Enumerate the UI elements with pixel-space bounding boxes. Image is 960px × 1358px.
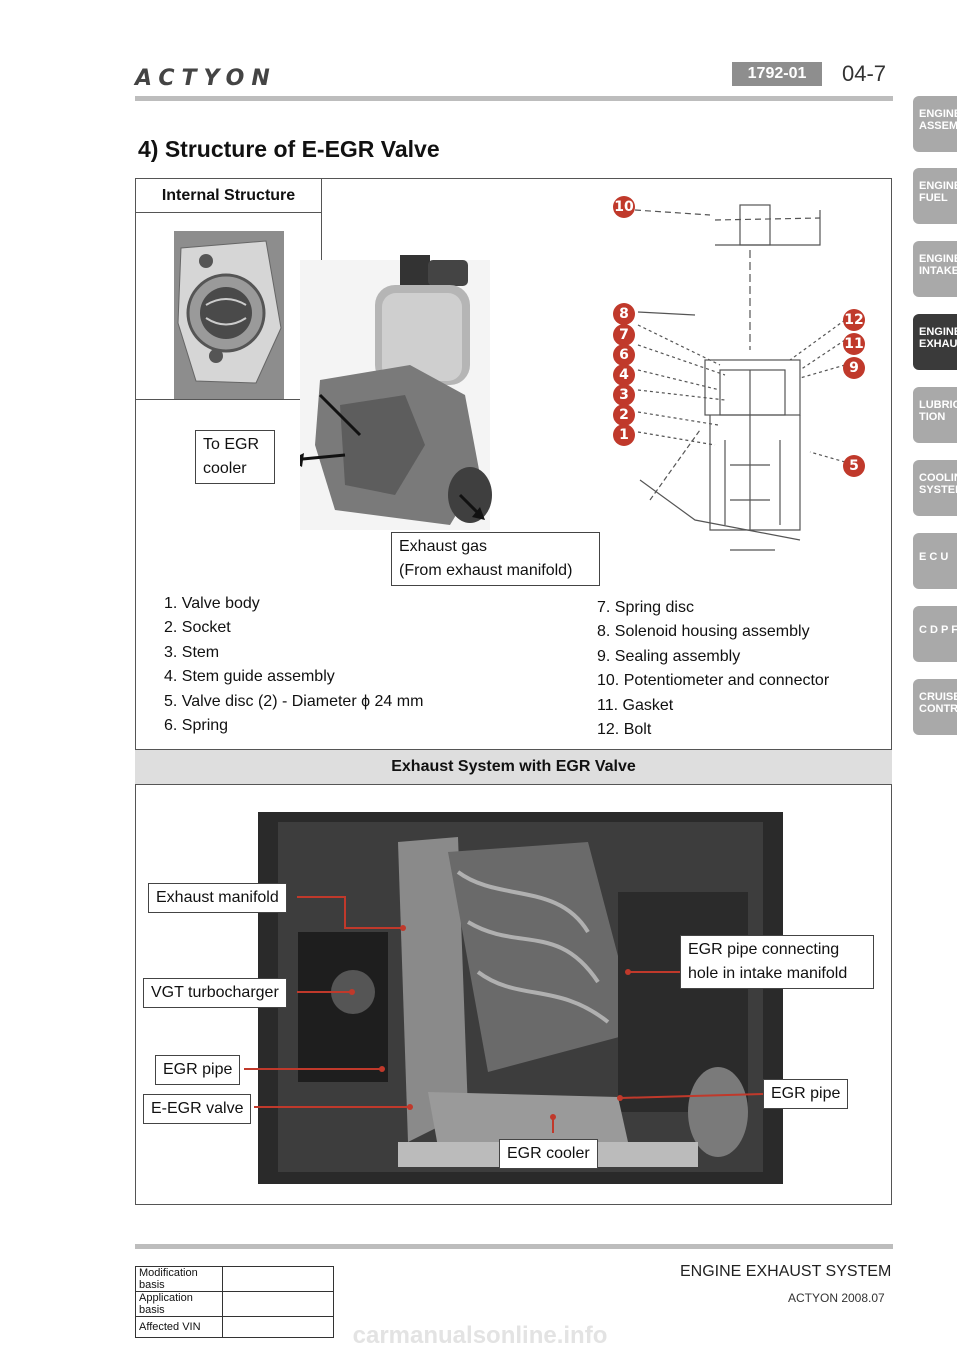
diagram-number-2: 2 [612, 404, 636, 431]
modification-table: Modification basis Application basis Aff… [135, 1266, 334, 1338]
valve-inset-photo [135, 212, 322, 400]
content-frame [135, 178, 892, 1205]
footer-subtitle: ACTYON 2008.07 [788, 1291, 885, 1305]
list-item: 1. Valve body [164, 595, 260, 612]
diagram-number-11: 11 [842, 333, 866, 360]
exhaust-manifold-label: Exhaust manifold [148, 883, 287, 913]
egr-pipe-left-label: EGR pipe [155, 1055, 241, 1085]
list-item: 3. Stem [164, 643, 220, 661]
table-row: Affected VIN [135, 1316, 334, 1338]
svg-text:9: 9 [849, 360, 859, 376]
list-item: 8. Solenoid housing assembly [597, 623, 810, 641]
svg-text:10: 10 [614, 199, 634, 215]
brand-logo: ACTYON [135, 66, 277, 91]
svg-text:7: 7 [619, 327, 629, 343]
diagram-number-4: 4 [612, 364, 636, 391]
diagram-number-10: 10 [612, 196, 636, 223]
list-item: 5. Valve disc (2) - Diameter ϕ 24 mm [164, 692, 424, 710]
diagram-number-9: 9 [842, 357, 866, 384]
document-code-badge: 1792-01 [732, 62, 822, 86]
svg-text:11: 11 [844, 336, 863, 352]
list-item: 6. Spring [164, 717, 229, 735]
list-item: 9. Sealing assembly [597, 647, 741, 665]
svg-text:6: 6 [619, 347, 629, 363]
diagram-number-3: 3 [612, 384, 636, 411]
list-item: 2. Socket [164, 619, 231, 637]
diagram-number-5: 5 [842, 455, 866, 482]
egr-pipe-right-label: EGR pipe [763, 1079, 849, 1109]
page-number: 04-7 [842, 61, 887, 86]
list-item: 10. Potentiometer and connector [597, 672, 830, 690]
svg-text:3: 3 [619, 387, 629, 403]
nav-tab-cooling-system[interactable]: COOLINGSYSTEM [913, 460, 957, 516]
table-row: Application basis [135, 1291, 334, 1317]
footer-rule [135, 1244, 893, 1249]
to-egr-cooler-label: To EGR cooler [195, 430, 275, 484]
watermark: carmanualsonline.info [352, 1322, 608, 1349]
list-item: 4. Stem guide assembly [164, 668, 335, 686]
vgt-turbocharger-label: VGT turbocharger [143, 978, 287, 1008]
diagram-number-1: 1 [612, 424, 636, 451]
nav-tab-cruise-control[interactable]: CRUISECONTRO [913, 679, 957, 735]
diagram-number-8: 8 [612, 303, 636, 330]
table-row: Modification basis [135, 1266, 334, 1292]
list-item: 7. Spring disc [597, 599, 694, 616]
egr-valve-photo [300, 255, 492, 530]
header-rule [135, 96, 893, 101]
svg-text:1: 1 [619, 427, 629, 443]
nav-tab-ecu[interactable]: E C U [913, 533, 957, 589]
exhaust-gas-label: Exhaust gas (From exhaust manifold) [391, 532, 600, 586]
svg-text:12: 12 [844, 312, 863, 328]
footer-title: ENGINE EXHAUST SYSTEM [680, 1263, 892, 1280]
diagram-number-6: 6 [612, 344, 636, 371]
parts-list-right: 7. Spring disc 8. Solenoid housing assem… [597, 596, 829, 742]
egr-cooler-label: EGR cooler [499, 1139, 598, 1169]
svg-text:5: 5 [849, 458, 859, 474]
engine-bay-photo [258, 812, 783, 1184]
egr-connecting-hole-label: EGR pipe connecting hole in intake manif… [680, 935, 874, 989]
parts-list-left: 1. Valve body 2. Socket 3. Stem 4. Stem … [164, 592, 423, 738]
list-item: 12. Bolt [597, 721, 652, 739]
list-item: 11. Gasket [597, 696, 674, 714]
nav-tab-cdpf[interactable]: C D P F [913, 606, 957, 662]
page-title: 4) Structure of E-EGR Valve [138, 136, 440, 162]
svg-text:8: 8 [619, 306, 629, 322]
svg-text:4: 4 [619, 367, 629, 383]
nav-tab-engine-assembly[interactable]: ENGINEASSEMBL [913, 96, 957, 152]
valve-opening-image [136, 213, 321, 399]
diagram-number-12: 12 [842, 309, 866, 336]
e-egr-valve-label: E-EGR valve [143, 1094, 252, 1124]
valve-cross-section-diagram [634, 204, 846, 551]
diagram-number-7: 7 [612, 324, 636, 351]
exhaust-system-heading: Exhaust System with EGR Valve [135, 749, 892, 785]
nav-tab-lubrication[interactable]: LUBRICATION [913, 387, 957, 443]
svg-text:2: 2 [619, 407, 629, 423]
